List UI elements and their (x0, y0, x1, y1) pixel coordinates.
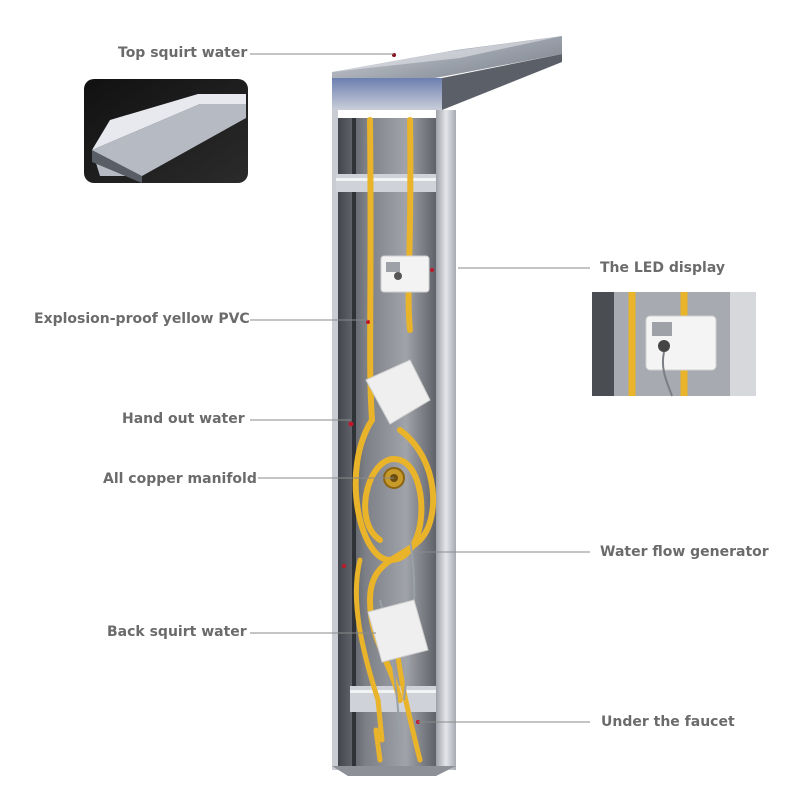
inset-led-display (592, 292, 756, 397)
label-back-squirt-water: Back squirt water (107, 624, 247, 640)
label-under-faucet: Under the faucet (601, 714, 735, 730)
top-rain-shower-cap (332, 36, 562, 110)
label-led-display: The LED display (600, 260, 725, 276)
label-hand-out-water: Hand out water (122, 411, 245, 427)
label-top-squirt-water: Top squirt water (118, 45, 248, 61)
led-display-module (380, 255, 430, 293)
bottom-bracket (350, 686, 436, 712)
callout-markers (342, 268, 434, 724)
shower-column (332, 110, 456, 776)
yellow-pvc-hoses (352, 117, 437, 763)
label-copper-manifold: All copper manifold (103, 471, 257, 487)
label-water-flow-generator: Water flow generator (600, 544, 769, 560)
top-bracket (336, 174, 436, 192)
label-explosion-proof-pvc: Explosion-proof yellow PVC (34, 311, 250, 327)
inset-top-cap (84, 79, 248, 183)
diverter-plate (365, 359, 431, 663)
leader-lines (250, 53, 590, 723)
